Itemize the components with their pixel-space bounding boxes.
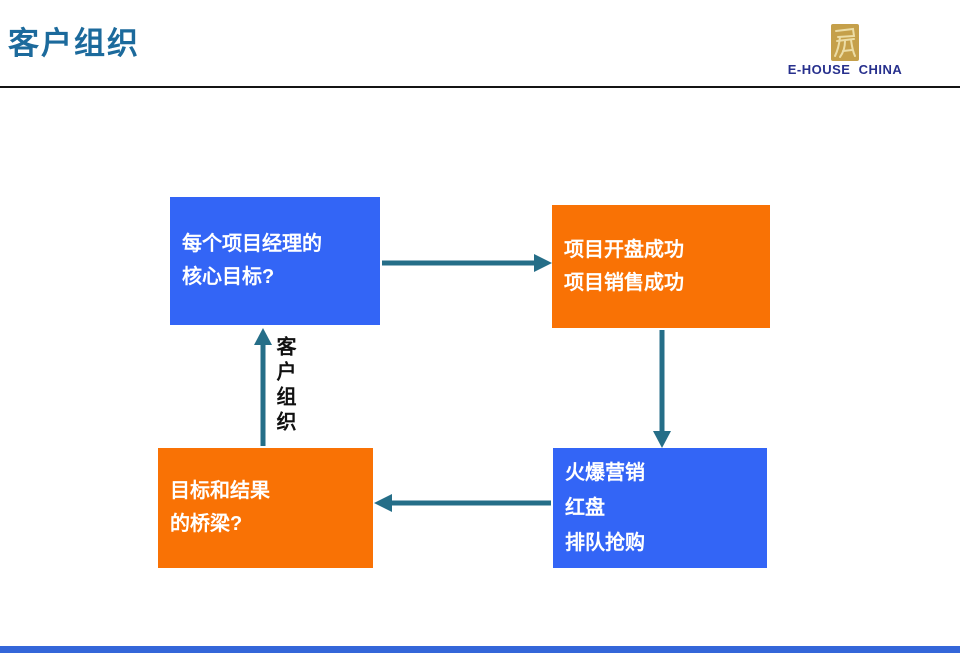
flow-box-core-goal-line-1: 每个项目经理的 [182, 233, 322, 255]
flow-box-marketing-line-3: 排队抢购 [565, 531, 645, 554]
flow-box-bridge: 目标和结果 的桥梁? [158, 448, 373, 568]
flow-box-bridge-line-1: 目标和结果 [170, 480, 270, 502]
ehouse-logo: E-HOUSE CHINA [788, 24, 902, 77]
flow-box-core-goal-line-2: 核心目标? [182, 266, 275, 288]
flow-box-marketing-line-1: 火爆营销 [565, 461, 645, 484]
flow-box-marketing-line-2: 红盘 [565, 496, 605, 519]
flow-box-success-line-2: 项目销售成功 [564, 271, 684, 294]
ehouse-seal-icon [831, 24, 859, 61]
ehouse-brand-text: E-HOUSE CHINA [787, 62, 903, 77]
header-divider [0, 86, 960, 88]
bottom-accent-bar [0, 646, 960, 653]
flow-box-bridge-line-2: 的桥梁? [170, 513, 243, 535]
cycle-label: 客户组织 [273, 336, 295, 436]
flow-box-marketing: 火爆营销 红盘 排队抢购 [553, 448, 767, 568]
flow-box-success: 项目开盘成功 项目销售成功 [552, 205, 770, 328]
page-title: 客户组织 [8, 26, 140, 61]
flow-box-success-line-1: 项目开盘成功 [564, 238, 684, 261]
arrow-success-to-marketing-icon [653, 330, 671, 448]
flow-box-core-goal: 每个项目经理的 核心目标? [170, 197, 380, 325]
arrow-core-goal-to-success-icon [382, 254, 552, 272]
arrow-marketing-to-bridge-icon [374, 494, 551, 512]
